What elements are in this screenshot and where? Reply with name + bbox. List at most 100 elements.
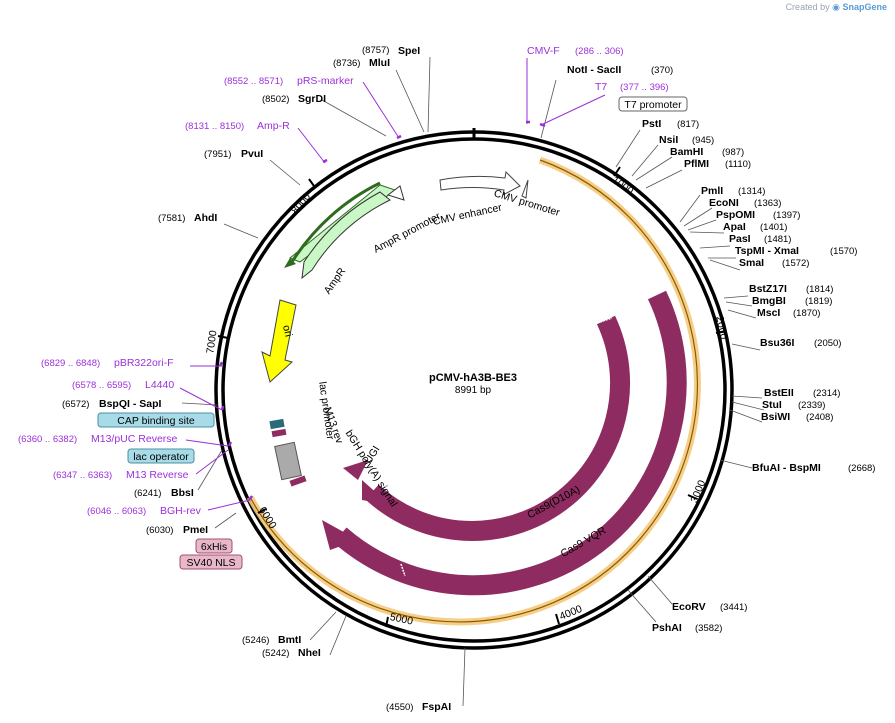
- cas9-arcs: [322, 290, 687, 596]
- site-ahdI-pos: (7581): [158, 213, 185, 224]
- cas9-d10a-arrow: [362, 480, 390, 505]
- small-features: [269, 418, 307, 487]
- tick-group: 1000 2000 3000 4000 5000 6000 7000 8000: [204, 166, 730, 628]
- feature-ampr: AmpR: [322, 265, 349, 296]
- site-pshAI-pos: (3582): [695, 623, 722, 634]
- primer-prs-marker: pRS-marker: [297, 75, 354, 87]
- site-bbsI: BbsI: [171, 487, 194, 499]
- site-notI-sacII: NotI - SacII: [567, 64, 621, 76]
- site-bmgBI-pos: (1819): [805, 296, 832, 307]
- site-pflMI: PflMI: [684, 158, 709, 170]
- site-ahdI: AhdI: [194, 212, 217, 224]
- site-tspMI-xmaI: TspMI - XmaI: [735, 245, 799, 257]
- backbone: [214, 128, 734, 650]
- primer-prs-range: (8552 .. 8571): [224, 76, 283, 87]
- primer-marks: [218, 120, 546, 501]
- feature-ori: ori: [280, 324, 294, 338]
- ampr-promoter-arrow: [386, 185, 405, 201]
- primer-leaders: [179, 58, 606, 511]
- ori-arrow: [261, 299, 297, 383]
- cas9-vqr-arrow: [322, 520, 358, 550]
- tick-7000: 7000: [204, 329, 219, 354]
- tick-2000: 2000: [713, 315, 730, 340]
- site-pstI-pos: (817): [677, 119, 699, 130]
- site-sgrDI-pos: (8502): [262, 94, 289, 105]
- site-pvuI-pos: (7951): [204, 149, 231, 160]
- site-bsiWI: BsiWI: [761, 411, 790, 423]
- tick-8000: 8000: [289, 191, 313, 217]
- site-speI-pos: (8757): [362, 45, 389, 56]
- site-pflMI-pos: (1110): [725, 159, 751, 170]
- site-nsiI-pos: (945): [692, 135, 714, 146]
- site-stuI-pos: (2339): [798, 400, 825, 411]
- site-bstEII: BstEII: [764, 387, 794, 399]
- orf-highlight: [246, 156, 701, 626]
- cmv-enhancer-arrow: [439, 170, 521, 196]
- tick-5000: 5000: [389, 611, 414, 628]
- site-pvuI: PvuI: [241, 148, 263, 160]
- site-bstZ17I-pos: (1814): [806, 284, 833, 295]
- site-labels-right: NotI - SacII (370) PstI (817) NsiI (945)…: [567, 64, 875, 634]
- primer-bgh-range: (6046 .. 6063): [87, 506, 146, 517]
- site-mscI: MscI: [757, 307, 780, 319]
- box-6xhis: 6xHis: [201, 541, 227, 553]
- plasmid-name: pCMV-hA3B-BE3: [429, 372, 517, 384]
- site-pshAI: PshAI: [652, 622, 682, 634]
- site-sgrDI: SgrDI: [298, 93, 326, 105]
- ampr-group: [284, 181, 405, 280]
- feature-ampr-promoter: AmpR promoter: [372, 210, 444, 256]
- site-apaI-pos: (1401): [760, 222, 787, 233]
- primer-cmv-f-range: (286 .. 306): [575, 46, 624, 57]
- credit-brand: SnapGene: [842, 2, 887, 12]
- site-bsu36I: Bsu36I: [760, 337, 795, 349]
- site-pmeI: PmeI: [183, 524, 208, 536]
- site-bmtI-pos: (5246): [242, 635, 269, 646]
- primer-pbr322-range: (6829 .. 6848): [41, 358, 100, 369]
- site-pstI: PstI: [642, 118, 661, 130]
- primer-labels: CMV-F (286 .. 306) T7 (377 .. 396) (8552…: [18, 45, 669, 517]
- site-bamHI-pos: (987): [722, 147, 744, 158]
- site-pmlI-pos: (1314): [738, 186, 765, 197]
- site-bmgBI: BmgBI: [752, 295, 786, 307]
- boxed-labels: T7 promoter CAP binding site lac operato…: [97, 96, 688, 570]
- site-bbsI-pos: (6241): [134, 488, 161, 499]
- site-ecoNI-pos: (1363): [754, 198, 781, 209]
- site-nsiI: NsiI: [659, 134, 678, 146]
- primer-pbr322ori-f: pBR322ori-F: [114, 357, 174, 369]
- site-mscI-pos: (1870): [793, 308, 820, 319]
- primer-m13rev-range: (6347 .. 6363): [53, 470, 112, 481]
- ampr-arrow: [301, 191, 391, 280]
- primer-m13-reverse: M13 Reverse: [126, 469, 189, 481]
- site-nheI-pos: (5242): [262, 648, 289, 659]
- primer-l4440: L4440: [145, 379, 174, 391]
- site-bstEII-pos: (2314): [813, 388, 840, 399]
- site-smaI-pos: (1572): [782, 258, 809, 269]
- site-bfuAI-pos: (2668): [848, 463, 875, 474]
- box-t7-promoter: T7 promoter: [624, 99, 682, 111]
- site-notI-pos: (370): [651, 65, 673, 76]
- cmv-promoter-arrow: [521, 179, 529, 199]
- site-speI: SpeI: [398, 45, 420, 57]
- site-labels: (8757) SpeI (8736) MluI (8502) SgrDI (79…: [62, 45, 451, 713]
- site-bspQI-pos: (6572): [62, 399, 89, 410]
- site-smaI: SmaI: [739, 257, 764, 269]
- box-cap-binding-site: CAP binding site: [117, 415, 195, 427]
- primer-ampr-range: (8131 .. 8150): [185, 121, 244, 132]
- site-ecoNI: EcoNI: [709, 197, 739, 209]
- box-lac-operator: lac operator: [133, 451, 189, 463]
- site-bstZ17I: BstZ17I: [749, 283, 787, 295]
- primer-amp-r: Amp-R: [257, 120, 290, 132]
- site-pasI-pos: (1481): [764, 234, 791, 245]
- site-tspMI-pos: (1570): [830, 246, 857, 257]
- site-bmtI: BmtI: [278, 634, 301, 646]
- primer-cmv-f: CMV-F: [527, 45, 560, 57]
- site-bspQI: BspQI - SapI: [99, 398, 162, 410]
- site-fspAI: FspAI: [422, 701, 451, 713]
- ugi-arrow: [343, 460, 368, 480]
- site-mluI: MluI: [369, 57, 390, 69]
- site-ecoRV-pos: (3441): [720, 602, 747, 613]
- box-sv40-nls: SV40 NLS: [186, 557, 235, 569]
- credit-prefix: Created by: [785, 2, 830, 12]
- site-ecoRV: EcoRV: [672, 601, 706, 613]
- site-bfuAI-bspMI: BfuAI - BspMI: [752, 462, 821, 474]
